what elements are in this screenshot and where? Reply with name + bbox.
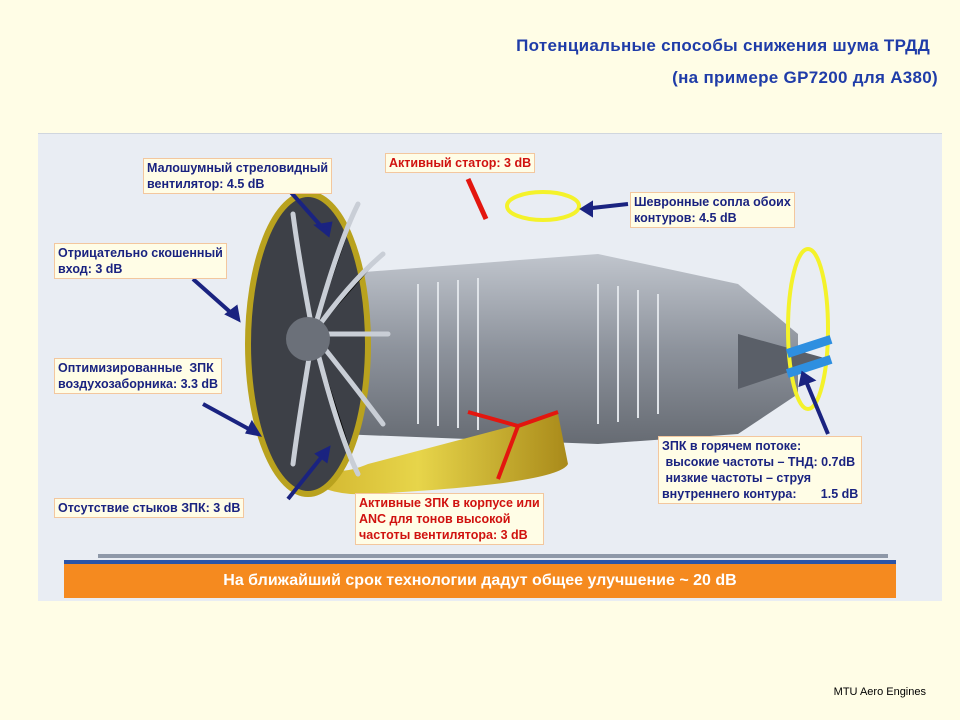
exhaust-cone <box>738 334 828 389</box>
label-chevron-nozzles: Шевронные сопла обоих контуров: 4.5 dB <box>630 192 795 228</box>
label-inlet-liners: Оптимизированные ЗПК воздухозаборника: 3… <box>54 358 223 394</box>
compressor-stages <box>417 278 659 430</box>
pointer-arrows <box>191 187 830 501</box>
label-spliceless-liners: Отсутствие стыков ЗПК: 3 dB <box>54 498 245 518</box>
engine-cutaway-illustration <box>98 177 888 558</box>
engine-core <box>338 254 798 444</box>
footer-company: MTU Aero Engines <box>833 686 926 698</box>
slide-title-line1: Потенциальные способы снижения шума ТРДД <box>516 36 930 55</box>
fan-blades <box>290 201 391 477</box>
chevron-ring-bypass <box>505 190 581 222</box>
hot-liner-band-1 <box>785 335 833 358</box>
label-hot-stream-liners: ЗПК в горячем потоке: высокие частоты – … <box>658 436 863 504</box>
chevron-ring-core <box>786 247 830 411</box>
stator-arrow <box>465 177 489 221</box>
label-scarfed-inlet: Отрицательно скошенный вход: 3 dB <box>54 243 227 279</box>
spinner <box>286 317 330 361</box>
label-active-stator: Активный статор: 3 dB <box>385 153 536 173</box>
hot-liner-band-2 <box>785 355 833 378</box>
label-active-liners: Активные ЗПК в корпусе или ANC для тонов… <box>355 493 544 545</box>
slide-title-line2: (на примере GP7200 для А380) <box>672 68 938 87</box>
label-fan: Малошумный стреловидный вентилятор: 4.5 … <box>143 158 333 194</box>
nacelle-liner <box>268 394 568 495</box>
summary-bar: На ближайший срок технологии дадут общее… <box>64 560 896 598</box>
